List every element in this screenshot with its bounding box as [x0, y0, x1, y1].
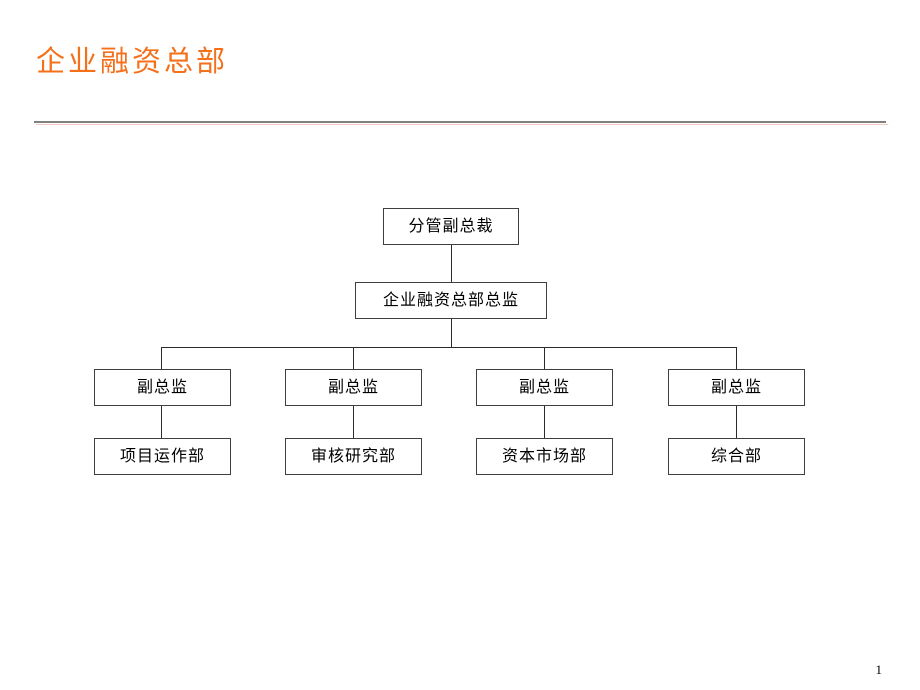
org-node-department-project-operations[interactable]: 项目运作部 — [94, 438, 231, 475]
org-node-department-general-affairs[interactable]: 综合部 — [668, 438, 805, 475]
org-node-headquarters-director[interactable]: 企业融资总部总监 — [355, 282, 547, 319]
org-node-deputy-director-1[interactable]: 副总监 — [94, 369, 231, 406]
connector-deputy-2-to-department-2 — [353, 406, 354, 438]
connector-bus-to-deputy-1 — [161, 347, 162, 369]
connector-bus-to-deputy-3 — [544, 347, 545, 369]
connector-deputy-4-to-department-4 — [736, 406, 737, 438]
connector-bus-to-deputy-2 — [353, 347, 354, 369]
org-node-department-capital-markets[interactable]: 资本市场部 — [476, 438, 613, 475]
connector-bus-to-deputy-4 — [736, 347, 737, 369]
page-title: 企业融资总部 — [36, 44, 229, 78]
connector-director-to-bus — [451, 319, 452, 347]
org-node-department-audit-research[interactable]: 审核研究部 — [285, 438, 422, 475]
connector-deputy-3-to-department-3 — [544, 406, 545, 438]
org-node-deputy-director-3[interactable]: 副总监 — [476, 369, 613, 406]
title-divider-shadow — [36, 124, 888, 125]
title-divider — [34, 121, 886, 123]
connector-vp-to-director — [451, 245, 452, 282]
org-node-deputy-director-2[interactable]: 副总监 — [285, 369, 422, 406]
org-node-vice-president[interactable]: 分管副总裁 — [383, 208, 519, 245]
connector-deputy-1-to-department-1 — [161, 406, 162, 438]
org-node-deputy-director-4[interactable]: 副总监 — [668, 369, 805, 406]
connector-horizontal-bus — [161, 347, 737, 348]
page-number: 1 — [875, 662, 883, 677]
